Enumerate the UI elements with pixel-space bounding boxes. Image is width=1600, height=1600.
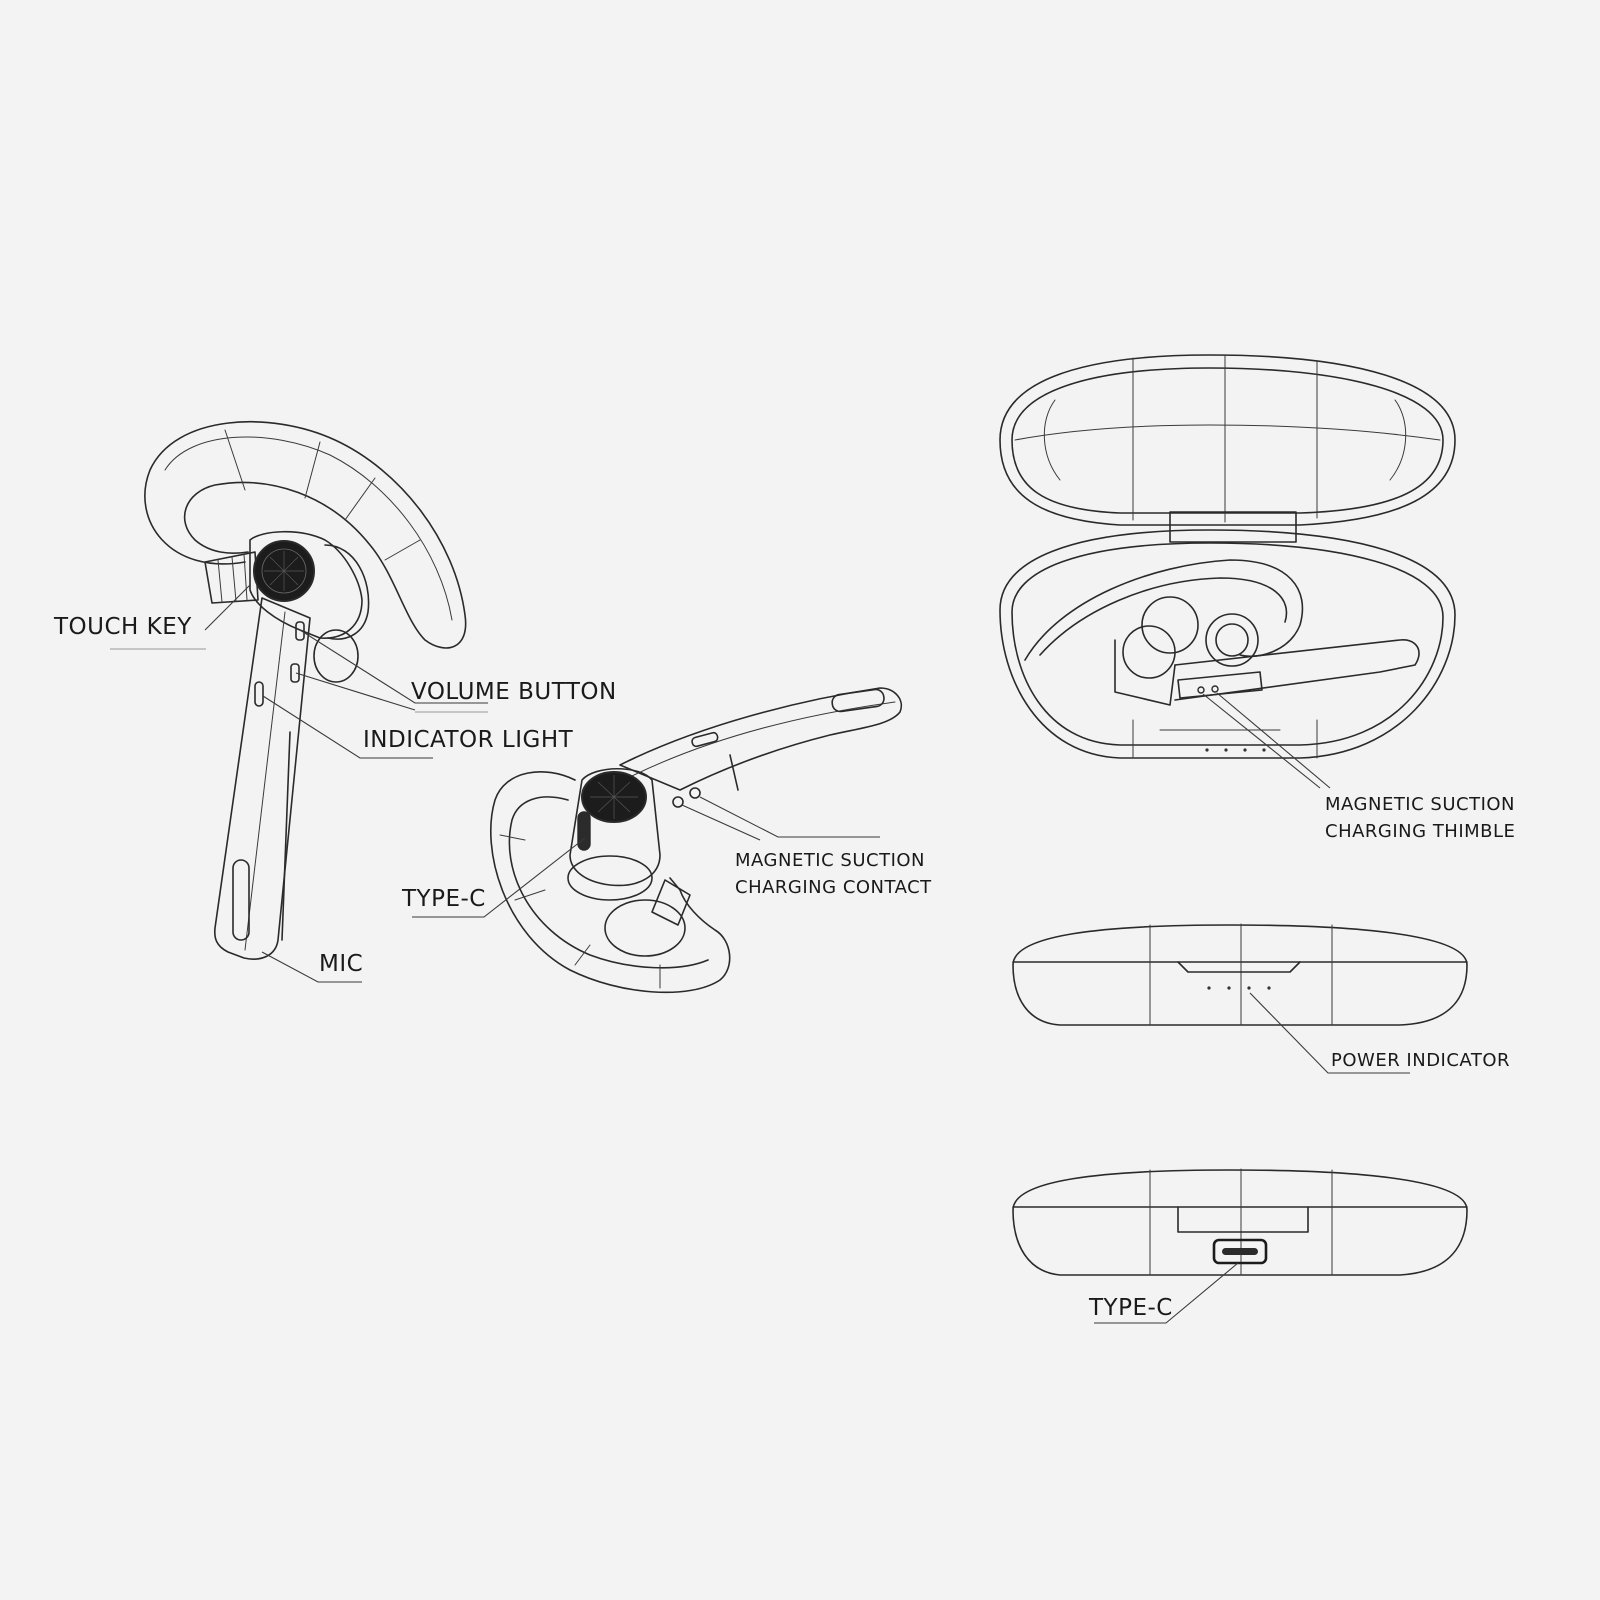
- volume-button-shape: [295, 621, 305, 641]
- magnetic-contact-label-line1: MAGNETIC SUCTION: [735, 850, 925, 871]
- earpiece-back-illustration: [490, 687, 902, 994]
- mic-label: MIC: [319, 951, 363, 977]
- leader-lines-case-front: [1249, 992, 1410, 1074]
- leader-lines-case-back: [1094, 1262, 1239, 1324]
- case-back-illustration: [1012, 1168, 1468, 1276]
- leader-lines-front: [110, 584, 488, 983]
- type-c-case-label: TYPE-C: [1088, 1295, 1173, 1321]
- type-c-earpiece-label: TYPE-C: [401, 886, 486, 912]
- magnetic-thimble-label-line1: MAGNETIC SUCTION: [1325, 794, 1515, 815]
- case-open-illustration: [999, 354, 1456, 759]
- usb-c-port-icon: [1212, 1238, 1268, 1265]
- case-front-illustration: [1012, 923, 1468, 1026]
- charging-thimble-icon: [1197, 686, 1205, 694]
- magnetic-contact-label-line2: CHARGING CONTACT: [735, 877, 932, 898]
- type-c-port-earpiece: [577, 811, 591, 851]
- earpiece-front-illustration: [144, 421, 467, 960]
- leader-lines-back: [412, 796, 880, 918]
- indicator-light-label: INDICATOR LIGHT: [363, 727, 574, 753]
- volume-button-label: VOLUME BUTTON: [411, 679, 617, 705]
- magnetic-thimble-label-line2: CHARGING THIMBLE: [1325, 821, 1515, 842]
- touch-key-label: TOUCH KEY: [53, 614, 192, 640]
- mic-slot-shape: [232, 859, 250, 941]
- indicator-light-shape: [254, 681, 264, 707]
- leader-lines-case-open: [1202, 692, 1331, 789]
- charging-contact-icon: [672, 796, 684, 808]
- power-indicator-label: POWER INDICATOR: [1331, 1050, 1510, 1071]
- power-indicator-icon: [1207, 986, 1211, 990]
